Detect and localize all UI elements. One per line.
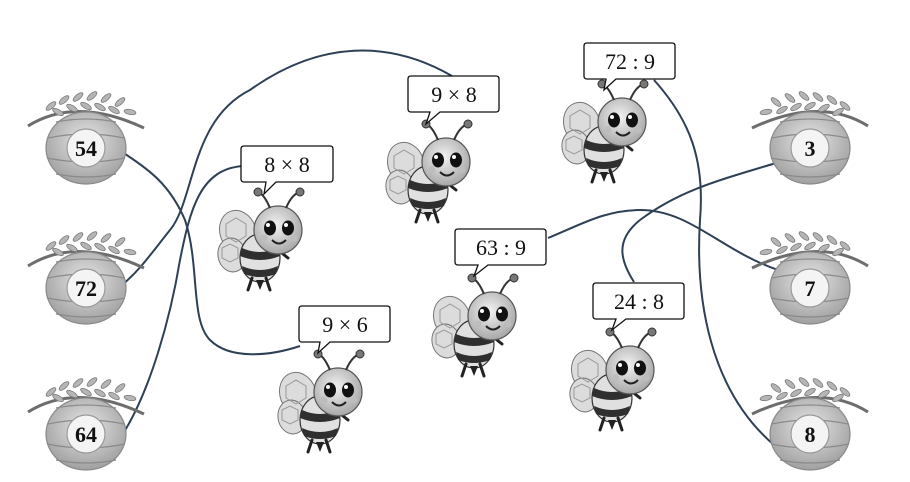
bee-icon [556,78,650,184]
hive-label: 8 [805,422,816,447]
expression-label: 24 : 8 [614,289,664,314]
hive-label: 3 [805,136,816,161]
hive-label: 54 [75,136,97,161]
hive-label: 72 [75,276,97,301]
hive-label: 7 [805,276,816,301]
bee-72div9[interactable]: 72 : 9 [556,42,676,184]
connection-lines [121,49,779,446]
line-9x6-to-54 [121,151,301,356]
expression-label: 72 : 9 [605,49,655,74]
hive-8[interactable]: 8 [750,374,870,471]
hive-64[interactable]: 64 [26,374,146,471]
bee-icon [380,118,474,224]
bee-9x6[interactable]: 9 × 6 [272,305,391,454]
speech-bubble: 72 : 9 [583,42,676,92]
hive-72[interactable]: 72 [26,228,146,325]
bee-icon [564,326,658,432]
speech-bubble: 8 × 8 [240,145,334,196]
bee-icon [272,348,366,454]
speech-bubble: 9 × 6 [298,305,391,355]
bee-63div9[interactable]: 63 : 9 [426,228,547,378]
bee-8x8[interactable]: 8 × 8 [212,145,334,292]
hive-label: 64 [75,422,97,447]
expression-label: 63 : 9 [476,235,526,260]
expression-label: 9 × 8 [431,82,476,107]
hive-3[interactable]: 3 [750,88,870,185]
expression-label: 8 × 8 [264,152,309,177]
hive-54[interactable]: 54 [26,88,146,185]
line-63div9-to-7 [547,208,779,271]
line-72div9-to-8 [653,79,775,446]
bee-9x8[interactable]: 9 × 8 [380,75,500,224]
bee-icon [212,186,306,292]
speech-bubble: 9 × 8 [407,75,500,127]
speech-bubble: 63 : 9 [454,228,547,278]
expression-label: 9 × 6 [322,312,367,337]
line-8x8-to-64 [123,165,245,433]
hive-7[interactable]: 7 [750,228,870,325]
speech-bubble: 24 : 8 [592,282,685,332]
line-9x8-to-72 [121,49,453,286]
bee-24div8[interactable]: 24 : 8 [564,282,685,432]
bee-icon [426,272,520,378]
line-24div8-to-3 [621,162,777,283]
